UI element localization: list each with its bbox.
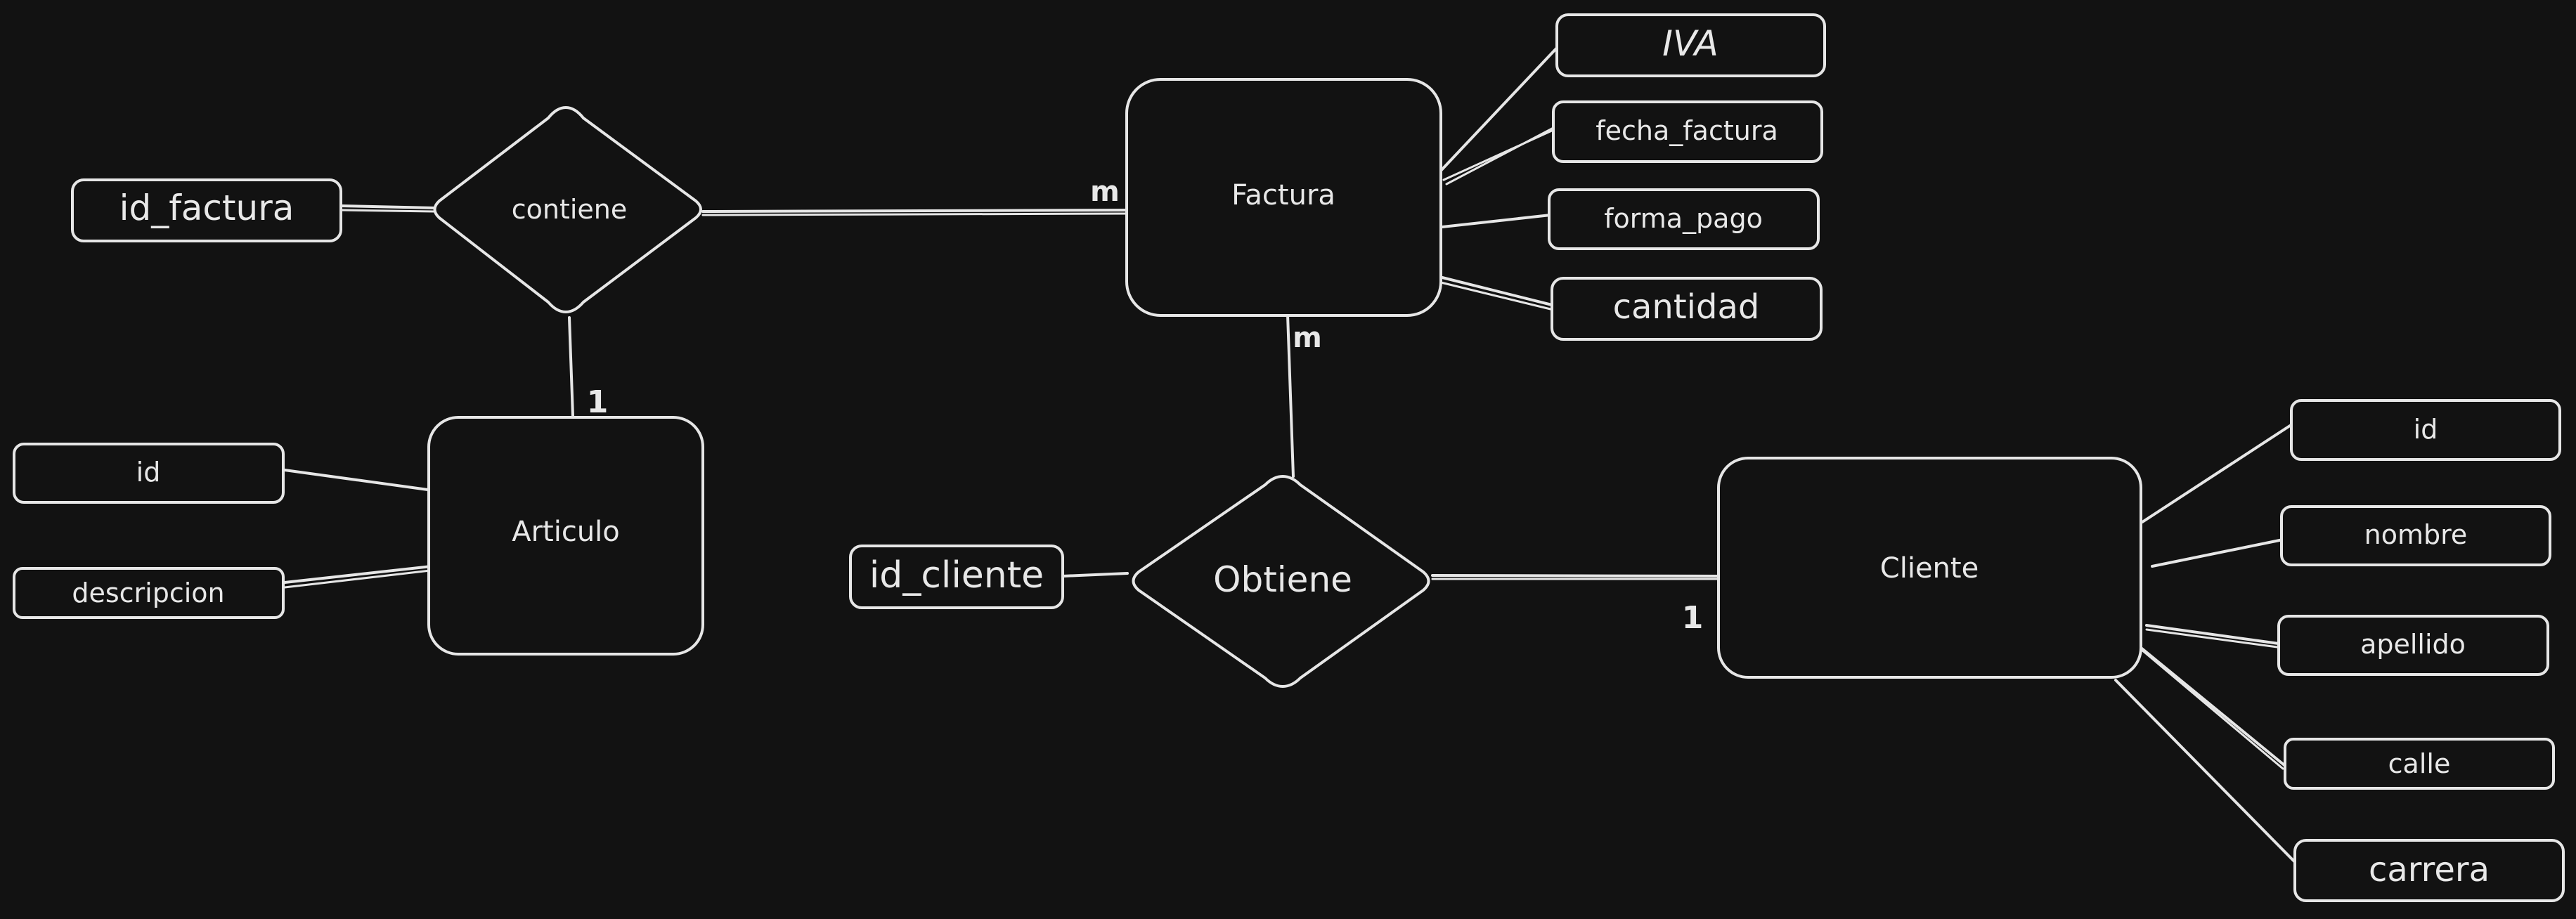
- line-contiene-articulo: [568, 316, 574, 417]
- attribute-descripcion[interactable]: descripcion: [13, 567, 285, 619]
- line-factura-obtiene: [1286, 313, 1295, 478]
- attribute-calle[interactable]: calle: [2284, 738, 2555, 790]
- line-cliente-id: [2141, 422, 2296, 523]
- line-cliente-apellido: [2145, 624, 2280, 645]
- attribute-carrera[interactable]: carrera: [2293, 839, 2565, 902]
- cardinality-cliente-obtiene: 1: [1682, 600, 1704, 636]
- relationship-obtiene-label: Obtiene: [1213, 559, 1352, 600]
- attribute-iva[interactable]: IVA: [1555, 13, 1826, 77]
- line-cliente-carrera: [2114, 679, 2300, 867]
- attribute-id-factura-label: id_factura: [119, 188, 295, 228]
- relationship-contiene-label: contiene: [512, 194, 628, 225]
- cardinalities: m m 1 1: [587, 176, 1704, 636]
- attribute-forma-pago-label: forma_pago: [1604, 203, 1763, 234]
- entity-cliente[interactable]: Cliente: [1717, 457, 2142, 679]
- attribute-id-cliente[interactable]: id_cliente: [849, 545, 1064, 609]
- attribute-nombre[interactable]: nombre: [2280, 505, 2551, 566]
- attribute-apellido-label: apellido: [2360, 629, 2466, 660]
- line-cliente-nombre: [2151, 538, 2284, 568]
- attribute-articulo-id-label: id: [136, 457, 161, 488]
- attribute-apellido[interactable]: apellido: [2277, 615, 2549, 676]
- entity-factura-label: Factura: [1231, 179, 1335, 211]
- connectors: [283, 45, 2300, 867]
- line-articulo-descripcion: [283, 565, 433, 584]
- attribute-forma-pago[interactable]: forma_pago: [1548, 188, 1820, 250]
- line-cliente-calle: [2135, 643, 2286, 767]
- entity-cliente-box: [1717, 457, 2142, 679]
- cardinality-factura-contiene: m: [1090, 176, 1120, 208]
- line-contiene-factura: [701, 209, 1132, 213]
- relationship-contiene-diamond: [433, 106, 702, 313]
- relationship-obtiene[interactable]: Obtiene: [1132, 475, 1430, 688]
- attribute-carrera-label: carrera: [2369, 850, 2490, 889]
- cardinality-factura-obtiene: m: [1293, 322, 1322, 354]
- attribute-cliente-id-label: id: [2414, 414, 2438, 445]
- line-obtiene-cliente: [1431, 574, 1725, 578]
- line-id-factura-contiene: [340, 204, 437, 209]
- entity-factura-box: [1125, 78, 1442, 317]
- attribute-cantidad[interactable]: cantidad: [1551, 277, 1823, 341]
- line-factura-forma-pago: [1441, 214, 1552, 228]
- attribute-cliente-id[interactable]: id: [2290, 399, 2561, 461]
- entity-articulo-label: Articulo: [512, 516, 620, 548]
- cardinality-articulo-contiene: 1: [587, 384, 609, 420]
- attribute-calle-label: calle: [2388, 748, 2451, 779]
- attribute-iva-label: IVA: [1662, 23, 1719, 64]
- line-articulo-id: [283, 469, 434, 492]
- attribute-fecha-factura[interactable]: fecha_factura: [1552, 100, 1823, 163]
- entity-articulo-box: [427, 416, 704, 656]
- attribute-articulo-id[interactable]: id: [13, 443, 285, 504]
- entity-cliente-label: Cliente: [1880, 552, 1979, 585]
- attribute-fecha-factura-label: fecha_factura: [1596, 115, 1778, 146]
- entity-factura[interactable]: Factura: [1125, 78, 1442, 317]
- relationship-contiene[interactable]: contiene: [433, 106, 702, 313]
- attribute-cantidad-label: cantidad: [1613, 287, 1760, 327]
- entity-articulo[interactable]: Articulo: [427, 416, 704, 656]
- attribute-id-cliente-label: id_cliente: [869, 554, 1044, 597]
- line-factura-cantidad: [1441, 276, 1553, 306]
- attribute-nombre-label: nombre: [2364, 519, 2468, 550]
- attribute-id-factura[interactable]: id_factura: [71, 178, 342, 242]
- line-id-cliente-obtiene: [1061, 572, 1129, 578]
- relationship-obtiene-diamond: [1132, 475, 1430, 688]
- attribute-descripcion-label: descripcion: [72, 578, 224, 608]
- line-factura-iva: [1438, 45, 1560, 174]
